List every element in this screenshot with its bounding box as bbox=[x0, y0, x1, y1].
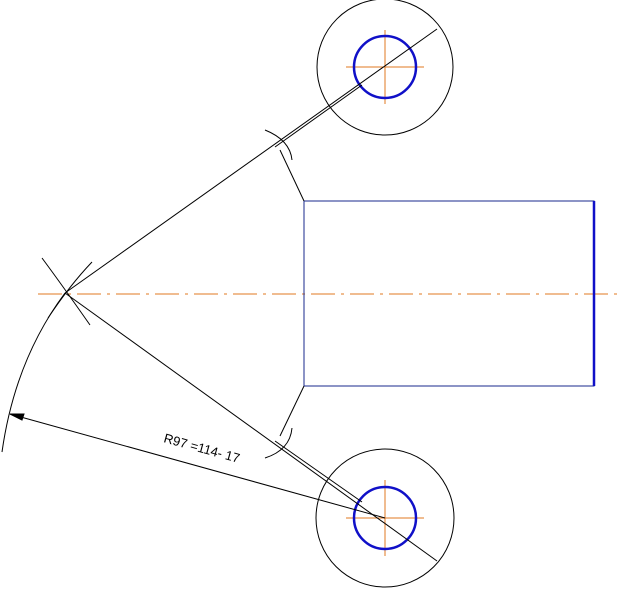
lower-tangent-arc bbox=[264, 427, 293, 459]
bottom-hole-outer-circle bbox=[315, 448, 455, 588]
lower-connector bbox=[279, 385, 305, 437]
upper-offset-line bbox=[274, 84, 363, 148]
radius-dimension-line bbox=[9, 413, 386, 519]
radius-dimension-arrowhead bbox=[9, 413, 25, 421]
radius-dimension-label: R97 =114- 17 bbox=[162, 430, 241, 465]
apex-arc-left bbox=[41, 257, 91, 326]
rectangle-body bbox=[303, 200, 596, 387]
radius-arc bbox=[1, 292, 66, 453]
lower-offset-line bbox=[274, 440, 363, 503]
upper-leg-line bbox=[64, 28, 438, 294]
upper-connector bbox=[279, 149, 305, 202]
lower-leg-line bbox=[64, 292, 438, 562]
upper-tangent-arc bbox=[264, 129, 293, 161]
construction-lines bbox=[1, 28, 438, 562]
top-hole bbox=[316, 0, 454, 136]
bottom-hole-inner-circle bbox=[352, 485, 418, 551]
top-hole-outer-circle bbox=[316, 0, 454, 136]
top-hole-inner-circle bbox=[352, 34, 418, 100]
bottom-hole bbox=[315, 448, 455, 588]
